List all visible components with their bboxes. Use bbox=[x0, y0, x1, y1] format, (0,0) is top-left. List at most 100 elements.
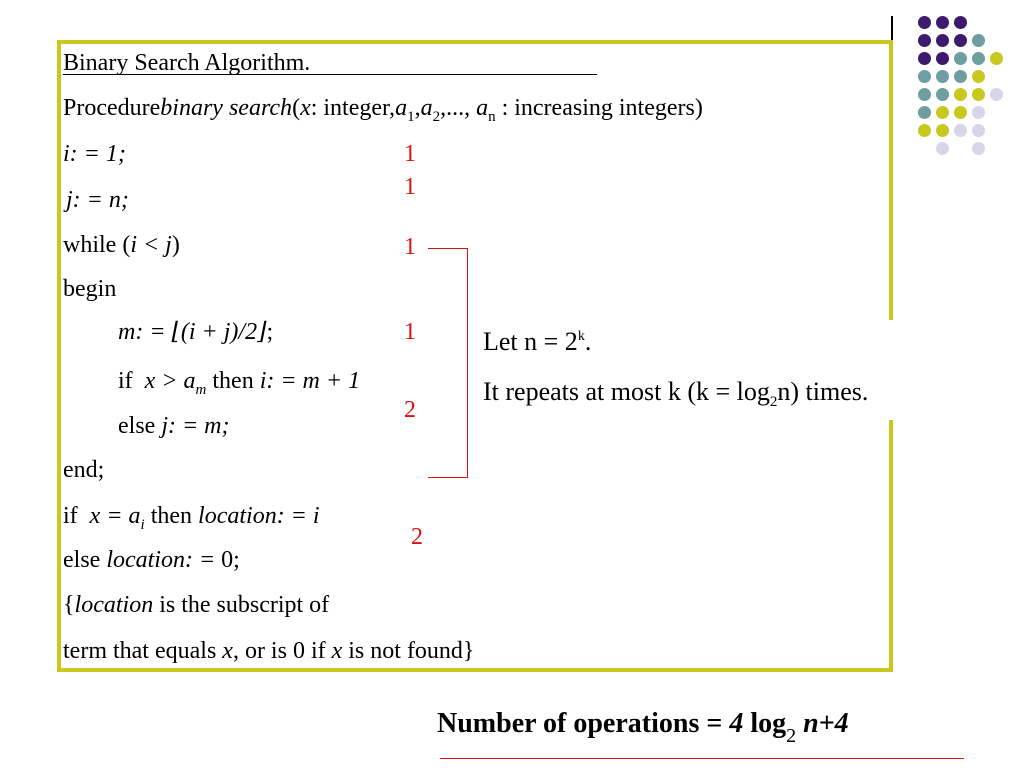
dot bbox=[918, 34, 931, 47]
dot bbox=[954, 88, 967, 101]
summary-log: log bbox=[743, 708, 787, 739]
param-a2-sub: 2 bbox=[432, 109, 441, 125]
callout-text: Let n = 2 bbox=[483, 327, 578, 356]
comment-text: term that equals bbox=[63, 638, 223, 664]
callout-line-2: It repeats at most k (k = log2n) times. bbox=[483, 377, 869, 411]
dot bbox=[918, 124, 931, 137]
dot bbox=[954, 52, 967, 65]
assign-location: location: = i bbox=[198, 503, 320, 529]
param-a1-sub: 1 bbox=[407, 109, 415, 125]
line-while: while (i < j) bbox=[63, 231, 180, 259]
dot bbox=[936, 34, 949, 47]
callout-exponent: k bbox=[577, 329, 585, 344]
param-a2: a bbox=[420, 95, 433, 121]
dot bbox=[954, 34, 967, 47]
dot bbox=[936, 106, 949, 119]
summary-rest: n+4 bbox=[796, 708, 849, 739]
dot bbox=[954, 124, 967, 137]
param-a1: a bbox=[395, 95, 408, 121]
comment-location: location bbox=[74, 592, 154, 618]
algorithm-title: Binary Search Algorithm. bbox=[63, 50, 311, 76]
dot bbox=[936, 124, 949, 137]
loop-bracket bbox=[428, 248, 468, 478]
then-keyword: then bbox=[206, 368, 260, 394]
callout-line-1: Let n = 2k. bbox=[483, 328, 591, 361]
then-keyword: then bbox=[144, 503, 199, 529]
midpoint-assign: m: = bbox=[118, 319, 172, 345]
decorative-dot-grid bbox=[908, 14, 1018, 164]
procedure-keyword: Procedure bbox=[63, 95, 161, 121]
callout-text: n) times. bbox=[777, 377, 869, 406]
dot bbox=[990, 52, 1003, 65]
if-keyword: if bbox=[118, 368, 133, 394]
assign-j: j: = m; bbox=[161, 413, 230, 439]
line-if-equal: if x = ai then location: = i bbox=[63, 502, 320, 533]
op-count: 2 bbox=[404, 397, 416, 423]
dot bbox=[936, 88, 949, 101]
dot bbox=[918, 70, 931, 83]
compare-sub: m bbox=[195, 382, 207, 398]
dot bbox=[936, 70, 949, 83]
dot bbox=[972, 88, 985, 101]
dot bbox=[954, 106, 967, 119]
op-count: 1 bbox=[404, 174, 416, 200]
else-keyword: else bbox=[118, 413, 162, 439]
type-a: : increasing integers) bbox=[495, 95, 703, 121]
comment-text: is the subscript of bbox=[153, 592, 330, 618]
line-begin: begin bbox=[63, 276, 117, 302]
dot bbox=[972, 142, 985, 155]
op-count: 2 bbox=[411, 524, 423, 550]
comment-text: is not found} bbox=[342, 638, 475, 664]
ellipsis: ,..., bbox=[440, 95, 477, 121]
location-zero: 0; bbox=[221, 547, 240, 573]
dot bbox=[990, 88, 1003, 101]
line-midpoint: m: = ⌊(i + j)/2⌋; bbox=[118, 318, 273, 346]
complexity-callout: Let n = 2k. It repeats at most k (k = lo… bbox=[470, 320, 1010, 420]
dot bbox=[954, 70, 967, 83]
location-assign: location: = bbox=[106, 547, 222, 573]
comma: , bbox=[414, 95, 421, 121]
dot bbox=[972, 106, 985, 119]
line-else-j: else j: = m; bbox=[118, 412, 230, 440]
operations-summary: Number of operations = 4 log2 n+4 bbox=[437, 708, 849, 747]
line-comment-2: term that equals x, or is 0 if x is not … bbox=[63, 637, 474, 665]
paren-open: ( bbox=[292, 95, 301, 121]
type-x: : integer, bbox=[310, 95, 396, 121]
dot bbox=[936, 16, 949, 29]
comment-x: x bbox=[331, 638, 343, 664]
dot bbox=[936, 52, 949, 65]
line-end: end; bbox=[63, 457, 105, 483]
summary-label: Number of operations = bbox=[437, 708, 730, 739]
summary-underline bbox=[440, 758, 964, 759]
brace-open: { bbox=[63, 592, 75, 618]
dot bbox=[954, 16, 967, 29]
param-x: x bbox=[300, 95, 311, 121]
line-if-greater: if x > am then i: = m + 1 bbox=[118, 367, 360, 398]
dot bbox=[918, 16, 931, 29]
while-condition: i < j bbox=[130, 232, 172, 258]
semicolon: ; bbox=[266, 319, 274, 345]
else-keyword: else bbox=[63, 547, 107, 573]
assign-i: i: = m + 1 bbox=[259, 368, 361, 394]
procedure-name: binary search bbox=[160, 95, 293, 121]
equal-sub: i bbox=[140, 517, 145, 533]
while-keyword: while ( bbox=[63, 232, 131, 258]
op-count: 1 bbox=[404, 319, 416, 345]
dot bbox=[972, 70, 985, 83]
param-an: a bbox=[476, 95, 489, 121]
comment-x: x bbox=[222, 638, 233, 664]
param-an-sub: n bbox=[488, 109, 496, 125]
title-underline bbox=[63, 74, 597, 75]
op-count: 1 bbox=[404, 234, 416, 260]
line-init-i: i: = 1; bbox=[63, 141, 126, 167]
paren-close: ) bbox=[171, 232, 180, 258]
dot bbox=[918, 88, 931, 101]
procedure-signature: Procedurebinary search(x: integer,a1,a2,… bbox=[63, 94, 703, 125]
equal-expr: x = a bbox=[89, 503, 141, 529]
summary-log-base: 2 bbox=[786, 725, 797, 747]
dot bbox=[936, 142, 949, 155]
dot bbox=[918, 52, 931, 65]
dot bbox=[972, 34, 985, 47]
if-keyword: if bbox=[63, 503, 78, 529]
line-init-j: j: = n; bbox=[66, 187, 129, 213]
